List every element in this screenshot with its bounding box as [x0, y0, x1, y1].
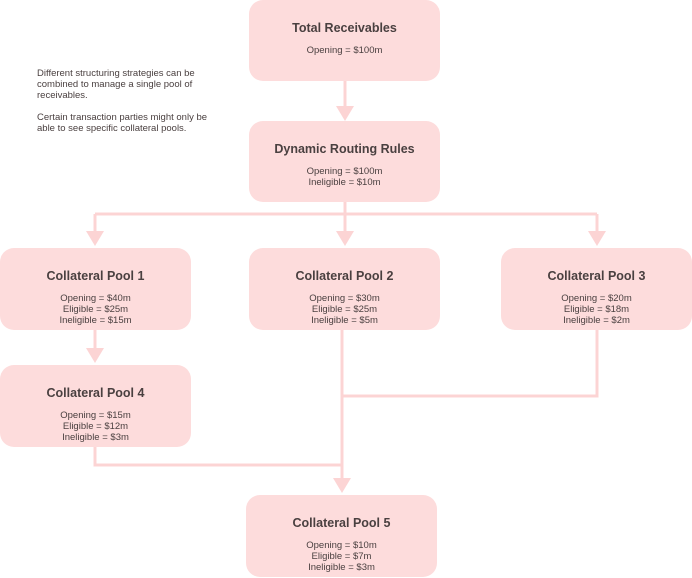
note-visibility: Certain transaction parties might only b…: [37, 112, 208, 134]
node-collateral-pool-2: Collateral Pool 2 Opening = $30m Eligibl…: [249, 248, 440, 330]
node-collateral-pool-5: Collateral Pool 5 Opening = $10m Eligibl…: [246, 495, 437, 577]
arrowhead-pool4: [86, 348, 104, 363]
node-line-opening: Opening = $40m: [60, 293, 131, 304]
arrowhead-pool5: [333, 478, 351, 493]
node-line-ineligible: Ineligible = $2m: [563, 315, 630, 326]
note-strategies: Different structuring strategies can be …: [37, 68, 195, 101]
node-line-opening: Opening = $15m: [60, 410, 131, 421]
connector-pool4-to-merge: [93, 446, 342, 467]
node-line-eligible: Eligible = $25m: [311, 304, 378, 315]
node-line-ineligible: Ineligible = $15m: [59, 315, 132, 326]
node-collateral-pool-4: Collateral Pool 4 Opening = $15m Eligibl…: [0, 365, 191, 447]
node-line-eligible: Eligible = $7m: [311, 551, 372, 562]
node-title: Collateral Pool 3: [547, 269, 646, 283]
node-line-ineligible: Ineligible = $3m: [308, 562, 375, 573]
node-dynamic-routing-rules: Dynamic Routing Rules Opening = $100m In…: [249, 121, 440, 202]
arrowhead-pool1: [86, 231, 104, 246]
node-collateral-pool-3: Collateral Pool 3 Opening = $20m Eligibl…: [501, 248, 692, 330]
arrowhead-pool3: [588, 231, 606, 246]
node-line-opening: Opening = $30m: [309, 293, 380, 304]
node-line-opening: Opening = $10m: [306, 540, 377, 551]
arrowhead-routing: [336, 106, 354, 121]
node-title: Collateral Pool 1: [46, 269, 145, 283]
arrowhead-pool2: [336, 231, 354, 246]
node-title: Dynamic Routing Rules: [274, 142, 415, 156]
node-line-ineligible: Ineligible = $10m: [308, 177, 381, 188]
node-line-eligible: Eligible = $12m: [62, 421, 129, 432]
node-title: Total Receivables: [292, 21, 397, 35]
connector-pool3-to-merge: [342, 330, 599, 398]
node-collateral-pool-1: Collateral Pool 1 Opening = $40m Eligibl…: [0, 248, 191, 330]
node-line-eligible: Eligible = $18m: [563, 304, 630, 315]
node-title: Collateral Pool 2: [295, 269, 394, 283]
node-line-opening: Opening = $100m: [306, 45, 383, 56]
node-line-opening: Opening = $20m: [561, 293, 632, 304]
node-line-eligible: Eligible = $25m: [62, 304, 129, 315]
node-total-receivables: Total Receivables Opening = $100m: [249, 0, 440, 81]
node-line-opening: Opening = $100m: [306, 166, 383, 177]
node-line-ineligible: Ineligible = $3m: [62, 432, 129, 443]
node-title: Collateral Pool 5: [292, 516, 391, 530]
node-line-ineligible: Ineligible = $5m: [311, 315, 378, 326]
node-title: Collateral Pool 4: [46, 386, 145, 400]
